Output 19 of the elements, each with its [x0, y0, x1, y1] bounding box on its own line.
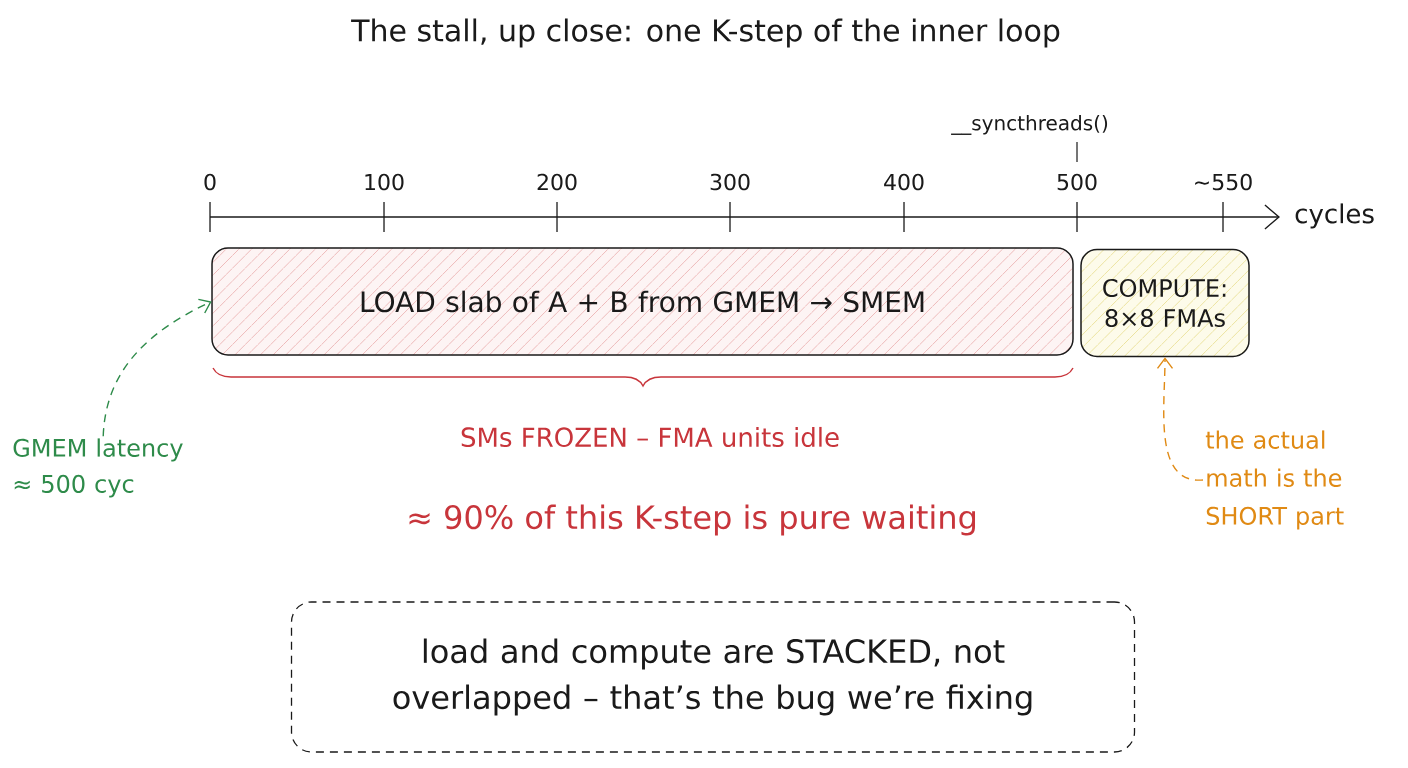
tick-label: 200 [537, 173, 577, 191]
tick-label: ~550 [1195, 173, 1252, 191]
load-phase-bar: LOAD slab of A + B from GMEM → SMEM [211, 247, 1074, 356]
title: The stall, up close: one K-step of the inner loop [351, 18, 1060, 48]
annotation-text: GMEM latency ≈ 500 cyc [13, 438, 183, 498]
compute-phase-bar: COMPUTE: 8×8 FMAs [1080, 248, 1250, 358]
arrow [1156, 357, 1204, 481]
code-label: __syncthreads() [951, 115, 1108, 135]
axis-label: cycles [1295, 203, 1374, 229]
tick-label: 100 [365, 173, 404, 191]
tick-label: 300 [710, 173, 750, 191]
summary-text: ≈ 90% of this K-step is pure waiting [409, 504, 975, 536]
annotation-text: the actual math is the SHORT part [1205, 430, 1344, 530]
note-box: load and compute are STACKED, not overlapped – that’s the bug we’re fixing [290, 601, 1136, 753]
tick-label: 400 [884, 173, 924, 191]
arrow [102, 298, 212, 437]
tick-label: 0 [204, 173, 216, 191]
brace-label: SMs FROZEN – FMA units idle [461, 426, 839, 448]
tick-label: 500 [1057, 173, 1097, 191]
